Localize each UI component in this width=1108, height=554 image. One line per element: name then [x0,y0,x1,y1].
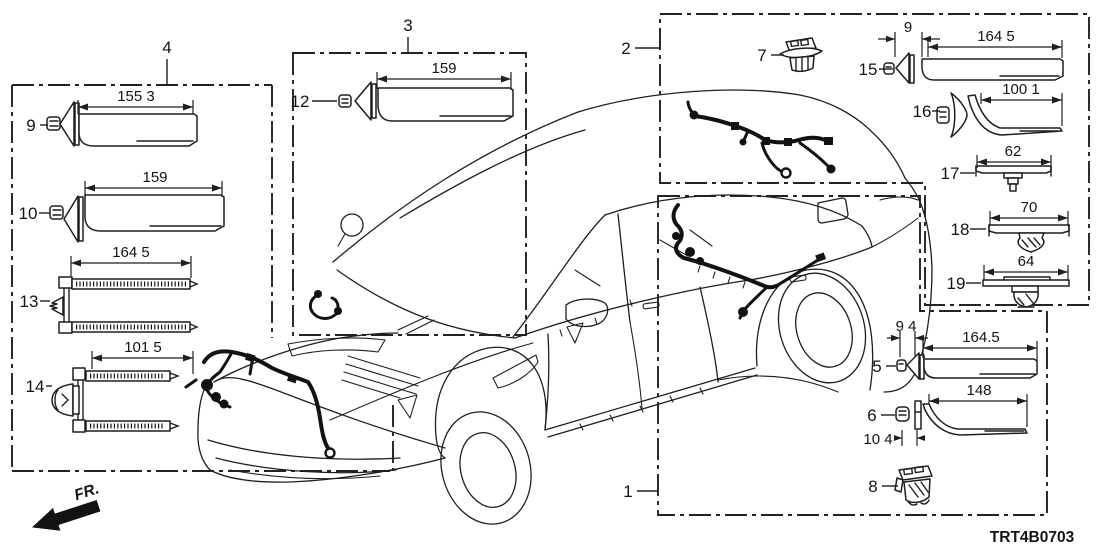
dim-item6-length: 148 [966,382,991,399]
dim-item5-offset: 9 4 [896,318,917,335]
callout-12: 12 [291,92,310,111]
part-19-bracket-clip [982,276,1070,308]
callout-2: 2 [621,39,630,58]
callout-13: 13 [20,292,39,311]
fr-arrow-icon [31,500,101,531]
zone-box-2 [659,13,1090,306]
harness-drawings [184,100,836,459]
dim-item17-length: 62 [1005,143,1022,160]
part-6-wire-tie [895,400,1028,436]
part-9-wire-tie [46,101,198,147]
part-12-wire-tie [338,81,514,122]
callout-1: 1 [623,482,632,501]
zone-box-4 [11,84,394,472]
callout-19: 19 [947,274,966,293]
part-5-wire-tie [896,352,1038,380]
callout-15: 15 [859,60,878,79]
zone-box-1 [657,195,1048,516]
part-14-wire-tie-serrated [51,367,180,433]
part-18-bracket-clip [988,224,1070,253]
callout-5: 5 [872,357,881,376]
dim-item6-offset: 10 4 [863,431,892,448]
callout-8: 8 [868,477,877,496]
dim-item5-length: 164.5 [962,329,1000,346]
dim-item14-length: 101 5 [124,339,162,356]
part-7-clip [779,37,823,73]
dim-item13-length: 164 5 [112,244,150,261]
callout-leaders [39,37,986,492]
dim-item19-length: 64 [1018,253,1035,270]
dimension-lines [70,32,1069,446]
dim-item12-length: 159 [431,60,456,77]
callout-9: 9 [26,116,35,135]
callout-17: 17 [941,164,960,183]
zone-boxes [11,13,1090,516]
part-8-clip [894,465,933,506]
callout-6: 6 [867,406,876,425]
part-16-wire-tie [936,92,1063,138]
labels: 1 2 3 4 5 6 7 8 9 10 12 13 14 15 16 17 1… [19,16,1075,546]
diagram-code: TRT4B0703 [990,529,1075,546]
dim-item10-length: 159 [142,169,167,186]
callout-4: 4 [162,38,171,57]
door-harness [308,290,342,320]
car-drawing [197,89,933,525]
dim-item18-length: 70 [1021,199,1038,216]
part-13-wire-tie-serrated [49,276,199,334]
callout-3: 3 [403,16,412,35]
front-harness [184,349,336,459]
floor-harness [671,203,827,320]
callout-7: 7 [757,46,766,65]
part-drawings [46,37,1070,506]
callout-10: 10 [19,204,38,223]
dim-item9-length: 155 3 [117,88,155,105]
part-17-bracket-clip [975,165,1052,192]
callout-16: 16 [913,102,932,121]
dim-item15-length: 164 5 [977,28,1015,45]
part-10-wire-tie [49,194,225,243]
dim-item16-length: 100 1 [1002,81,1040,98]
zone-box-3 [292,52,527,336]
dim-item15-offset: 9 [904,19,912,36]
fr-label: FR. [72,480,101,504]
part-15-wire-tie [883,52,1064,84]
roof-harness [686,100,836,179]
fr-direction-indicator: FR. [31,480,101,531]
callout-18: 18 [951,220,970,239]
callout-14: 14 [26,377,45,396]
